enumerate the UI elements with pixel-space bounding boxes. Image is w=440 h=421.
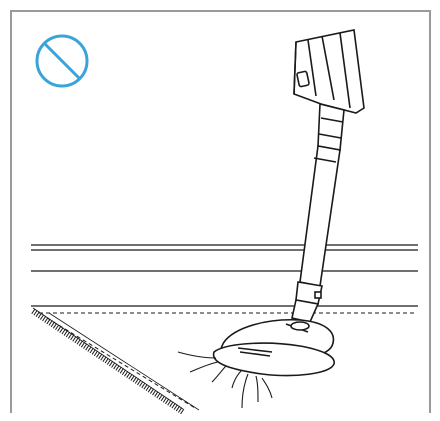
rug-edge: [31, 307, 417, 415]
vacuum-connector: [317, 102, 345, 151]
vacuum-tube: [291, 145, 341, 323]
panel-frame: [10, 10, 431, 413]
baseboard-lines: [31, 244, 418, 307]
no-symbol-icon: [35, 34, 89, 88]
mop-head: [212, 319, 335, 377]
motion-lines: [177, 351, 273, 409]
vacuum-handle: [293, 29, 365, 114]
